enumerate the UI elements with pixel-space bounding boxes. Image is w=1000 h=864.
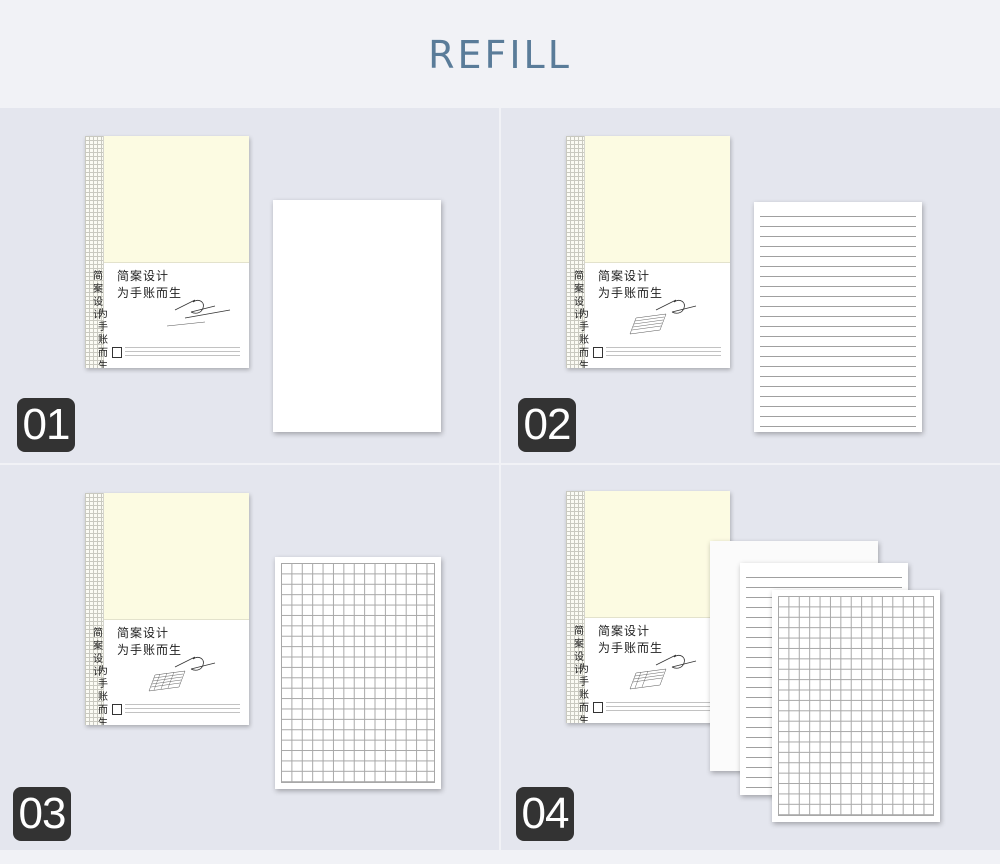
cover-fine-print — [125, 704, 240, 716]
brand-stamp-icon — [593, 702, 603, 713]
cover-yellow-area — [585, 491, 730, 618]
cover-vertical-text: 为手账而生 — [579, 309, 589, 368]
notebook-cover: 简案设计 为手账而生 简案设计 为手账而生 — [566, 491, 730, 723]
cover-title: 简案设计 为手账而生 — [598, 623, 663, 657]
hand-pen-sketch-icon — [629, 299, 697, 335]
brand-stamp-icon — [112, 347, 122, 358]
cover-fine-print — [125, 347, 240, 359]
cover-vertical-text: 简案设计 — [93, 628, 103, 678]
cover-title: 简案设计 为手账而生 — [598, 268, 663, 302]
cover-vertical-text: 简案设计 — [93, 271, 103, 321]
brand-stamp-icon — [112, 704, 122, 715]
cover-yellow-area — [104, 136, 249, 263]
hand-pen-sketch-icon — [629, 654, 697, 690]
cover-title-line: 简案设计 — [117, 269, 170, 283]
cover-title: 简案设计 为手账而生 — [117, 625, 182, 659]
cover-title-line: 为手账而生 — [598, 286, 664, 300]
cover-vertical-text: 为手账而生 — [98, 666, 108, 725]
cover-title-line: 为手账而生 — [598, 641, 664, 655]
cover-vertical-text: 为手账而生 — [98, 309, 108, 368]
page-title: REFILL — [428, 33, 572, 77]
panel-lined[interactable]: 简案设计 为手账而生 简案设计 为手账而生 02 — [501, 108, 1000, 463]
panel-badge: 04 — [516, 787, 574, 841]
grid-sheet — [772, 590, 940, 822]
cover-title-line: 简案设计 — [598, 624, 651, 638]
hand-pen-sketch-icon — [148, 656, 216, 692]
refill-grid: 简案设计 为手账而生 简案设计 为手账而生 01 简案设计 为手账而生 简案设计 — [0, 106, 1000, 850]
panel-mixed[interactable]: 简案设计 为手账而生 简案设计 为手账而生 04 — [501, 465, 1000, 850]
cover-vertical-text: 为手账而生 — [579, 664, 589, 723]
cover-fine-print — [606, 347, 721, 359]
ruled-lines — [760, 207, 916, 427]
grid-sheet — [275, 557, 441, 789]
panel-badge: 02 — [518, 398, 576, 452]
cover-fine-print — [606, 702, 721, 714]
panel-blank[interactable]: 简案设计 为手账而生 简案设计 为手账而生 01 — [0, 108, 499, 463]
cover-yellow-area — [585, 136, 730, 263]
cover-yellow-area — [104, 493, 249, 620]
blank-sheet — [273, 200, 441, 432]
grid-lines — [778, 596, 934, 816]
notebook-cover: 简案设计 为手账而生 简案设计 为手账而生 — [85, 493, 249, 725]
grid-lines — [281, 563, 435, 783]
header: REFILL — [0, 0, 1000, 106]
lined-sheet — [754, 202, 922, 432]
grid-strip — [566, 491, 585, 723]
cover-vertical-text: 简案设计 — [574, 271, 584, 321]
cover-title-line: 为手账而生 — [117, 286, 183, 300]
cover-title-line: 简案设计 — [117, 626, 170, 640]
cover-title: 简案设计 为手账而生 — [117, 268, 182, 302]
cover-title-line: 为手账而生 — [117, 643, 183, 657]
grid-strip — [85, 136, 104, 368]
brand-stamp-icon — [593, 347, 603, 358]
grid-strip — [85, 493, 104, 725]
panel-badge: 01 — [17, 398, 75, 452]
cover-title-line: 简案设计 — [598, 269, 651, 283]
notebook-cover: 简案设计 为手账而生 简案设计 为手账而生 — [566, 136, 730, 368]
grid-strip — [566, 136, 585, 368]
cover-vertical-text: 简案设计 — [574, 626, 584, 676]
hand-pen-sketch-icon — [166, 299, 231, 327]
panel-badge: 03 — [13, 787, 71, 841]
notebook-cover: 简案设计 为手账而生 简案设计 为手账而生 — [85, 136, 249, 368]
panel-grid[interactable]: 简案设计 为手账而生 简案设计 为手账而生 03 — [0, 465, 499, 850]
